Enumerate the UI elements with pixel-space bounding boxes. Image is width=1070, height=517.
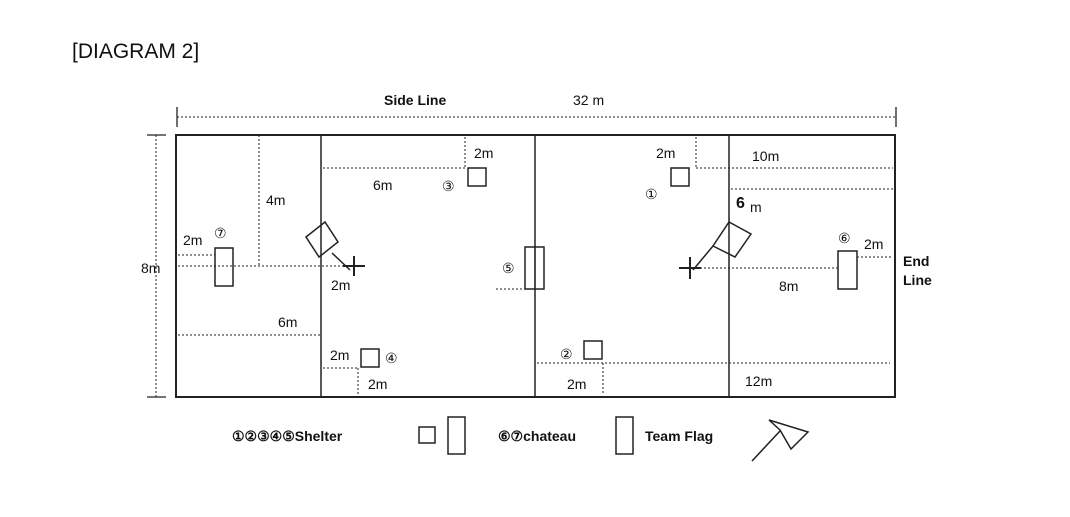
measure-label: 6m <box>278 314 297 330</box>
measure-label: 2m <box>368 376 387 392</box>
end-line-label-1: End <box>903 253 929 269</box>
measure-label: 2m <box>331 277 350 293</box>
team-flag-right <box>692 221 753 271</box>
measure-label: 6m <box>373 177 392 193</box>
team-flag-left <box>304 220 351 271</box>
legend-flag-icon <box>751 419 810 462</box>
marker-4: ④ <box>385 350 398 366</box>
marker-1: ① <box>645 186 658 202</box>
measure-label: 12m <box>745 373 772 389</box>
marker-7: ⑦ <box>214 225 227 241</box>
diagram-title: [DIAGRAM 2] <box>72 40 200 63</box>
chateau-7 <box>214 247 234 287</box>
legend-shelter-rect <box>447 416 466 455</box>
measure-label: 2m <box>330 347 349 363</box>
legend-flag-label: Team Flag <box>645 428 713 444</box>
measure-label: 2m <box>183 232 202 248</box>
marker-6: ⑥ <box>838 230 851 246</box>
marker-3: ③ <box>442 178 455 194</box>
side-line-label: Side Line <box>384 92 446 108</box>
shelter-3 <box>467 167 487 187</box>
plus-mark-left <box>343 256 365 276</box>
legend-chateau-rect <box>615 416 634 455</box>
shelter-4 <box>360 348 380 368</box>
legend-shelter-square <box>418 426 436 444</box>
measure-label: 4m <box>266 192 285 208</box>
measure-label-bold-6: 6 <box>736 195 745 212</box>
legend-shelter-label: ①②③④⑤Shelter <box>232 428 343 444</box>
chateau-6 <box>837 250 858 290</box>
width-label: 8m <box>141 260 160 276</box>
measure-label-unit: m <box>750 199 762 215</box>
measure-label: 8m <box>779 278 798 294</box>
measure-label: 2m <box>474 145 493 161</box>
shelter-2 <box>583 340 603 360</box>
measure-label: 2m <box>567 376 586 392</box>
legend-chateau-label: ⑥⑦chateau <box>498 428 576 444</box>
length-label: 32 m <box>573 92 604 108</box>
marker-2: ② <box>560 346 573 362</box>
measure-label: 2m <box>656 145 675 161</box>
shelter-1 <box>670 167 690 187</box>
measure-label: 10m <box>752 148 779 164</box>
plus-mark-right <box>679 257 701 279</box>
end-line-label-2: Line <box>903 272 932 288</box>
measure-label: 2m <box>864 236 883 252</box>
marker-5: ⑤ <box>502 260 515 276</box>
